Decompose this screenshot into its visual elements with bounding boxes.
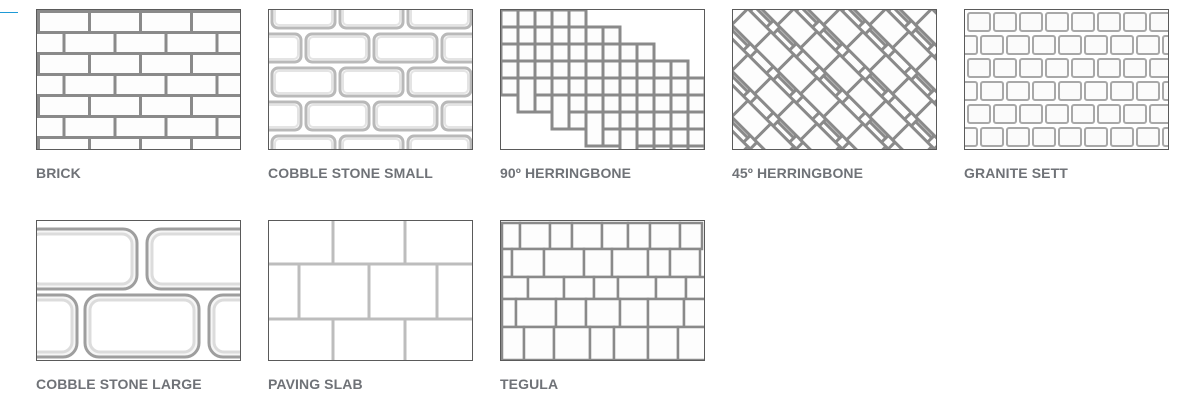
herringbone-45-pattern-icon: [732, 9, 937, 150]
tegula-pattern-svg: [501, 221, 704, 360]
pattern-card-tegula[interactable]: TEGULA: [500, 220, 705, 390]
cobble-stone-large-pattern-icon: [36, 220, 241, 361]
pattern-card-herringbone-45[interactable]: 45º HERRINGBONE: [732, 9, 937, 179]
pattern-label: COBBLE STONE SMALL: [268, 165, 433, 181]
pattern-card-brick[interactable]: BRICK: [36, 9, 241, 179]
tegula-pattern-icon: [500, 220, 705, 361]
granite-sett-pattern-svg: [965, 10, 1168, 149]
cobble-stone-small-pattern-svg: [269, 10, 472, 149]
pattern-label: 45º HERRINGBONE: [732, 165, 863, 181]
pattern-card-herringbone-90[interactable]: 90º HERRINGBONE: [500, 9, 705, 179]
brick-pattern-icon: [36, 9, 241, 150]
accent-line: [0, 12, 18, 13]
pattern-card-paving-slab[interactable]: PAVING SLAB: [268, 220, 473, 390]
cobble-stone-large-pattern-svg: [37, 221, 240, 360]
pattern-label: COBBLE STONE LARGE: [36, 376, 202, 392]
pattern-card-cobble-stone-small[interactable]: COBBLE STONE SMALL: [268, 9, 473, 179]
pattern-label: 90º HERRINGBONE: [500, 165, 631, 181]
herringbone-90-pattern-svg: [501, 10, 704, 149]
pattern-card-granite-sett[interactable]: GRANITE SETT: [964, 9, 1169, 179]
pattern-label: GRANITE SETT: [964, 165, 1068, 181]
paving-slab-pattern-svg: [269, 221, 472, 360]
herringbone-45-pattern-svg: [733, 10, 936, 149]
pattern-label: BRICK: [36, 165, 81, 181]
paving-slab-pattern-icon: [268, 220, 473, 361]
pattern-label: TEGULA: [500, 376, 558, 392]
brick-pattern-svg: [37, 10, 240, 149]
pattern-card-cobble-stone-large[interactable]: COBBLE STONE LARGE: [36, 220, 241, 390]
granite-sett-pattern-icon: [964, 9, 1169, 150]
pattern-label: PAVING SLAB: [268, 376, 363, 392]
cobble-stone-small-pattern-icon: [268, 9, 473, 150]
herringbone-90-pattern-icon: [500, 9, 705, 150]
